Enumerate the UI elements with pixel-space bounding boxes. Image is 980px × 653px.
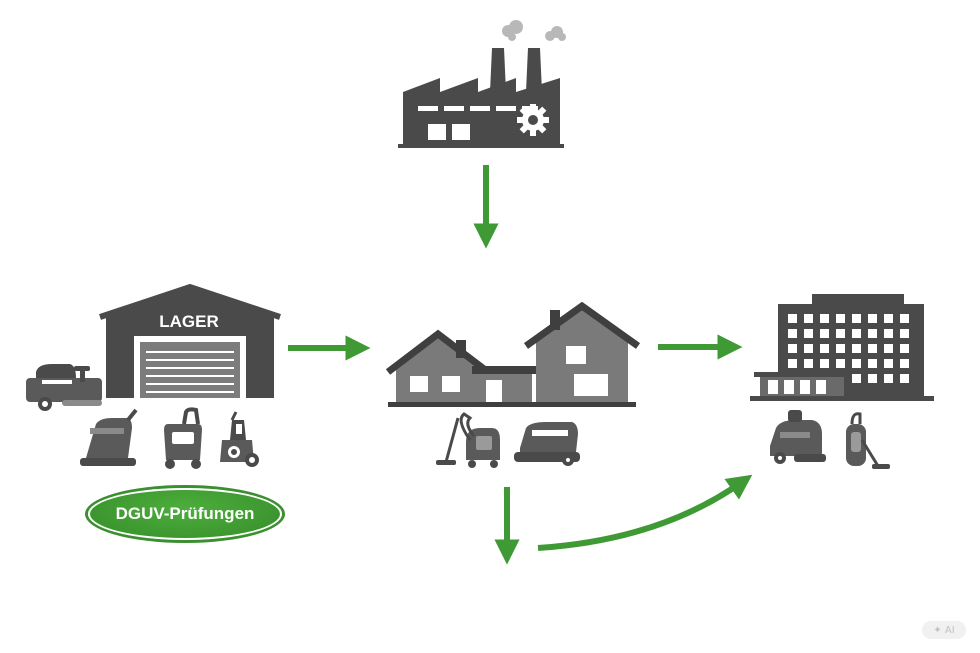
ride-on-sweeper-icon — [770, 410, 826, 464]
factory-icon — [398, 20, 566, 148]
office-window — [852, 314, 861, 323]
upright-vacuum-icon — [846, 412, 890, 469]
ai-watermark: ✦ AI — [922, 621, 966, 639]
office-window — [836, 329, 845, 338]
office-window — [804, 329, 813, 338]
wet-vacuum-icon — [164, 407, 202, 469]
office-window — [884, 374, 893, 383]
dguv-pruefungen-badge: DGUV-Prüfungen — [88, 488, 282, 540]
office-window — [836, 344, 845, 353]
houses-icon — [385, 301, 641, 407]
office-window — [836, 314, 845, 323]
office-window — [820, 314, 829, 323]
office-window — [884, 329, 893, 338]
office-window — [900, 329, 909, 338]
office-window — [884, 314, 893, 323]
office-window — [820, 329, 829, 338]
office-window — [868, 329, 877, 338]
office-window — [804, 314, 813, 323]
office-window — [868, 344, 877, 353]
office-window — [788, 314, 797, 323]
office-window — [900, 359, 909, 368]
office-window — [852, 329, 861, 338]
office-window — [788, 344, 797, 353]
flow-arrows — [288, 165, 753, 565]
office-building-icon — [750, 294, 934, 401]
arrow-curve-to-office — [537, 474, 753, 551]
office-window — [852, 374, 861, 383]
office-window — [868, 374, 877, 383]
ride-on-scrubber-icon — [26, 364, 102, 411]
office-window — [884, 344, 893, 353]
office-window — [788, 359, 797, 368]
office-window — [884, 359, 893, 368]
office-window — [868, 359, 877, 368]
office-window — [804, 359, 813, 368]
canister-vacuum-icon — [436, 412, 500, 468]
office-window — [852, 359, 861, 368]
office-window — [788, 329, 797, 338]
warehouse-icon: LAGER — [99, 283, 281, 398]
office-window — [900, 344, 909, 353]
office-window — [900, 374, 909, 383]
office-window — [804, 344, 813, 353]
office-window — [868, 314, 877, 323]
warehouse-label: LAGER — [159, 312, 219, 331]
walk-behind-scrubber-icon — [514, 422, 580, 466]
floor-scrubber-icon — [80, 408, 138, 466]
office-window — [852, 344, 861, 353]
office-window — [836, 359, 845, 368]
office-window — [820, 344, 829, 353]
office-window — [820, 359, 829, 368]
office-window — [900, 314, 909, 323]
pressure-washer-icon — [220, 411, 259, 467]
